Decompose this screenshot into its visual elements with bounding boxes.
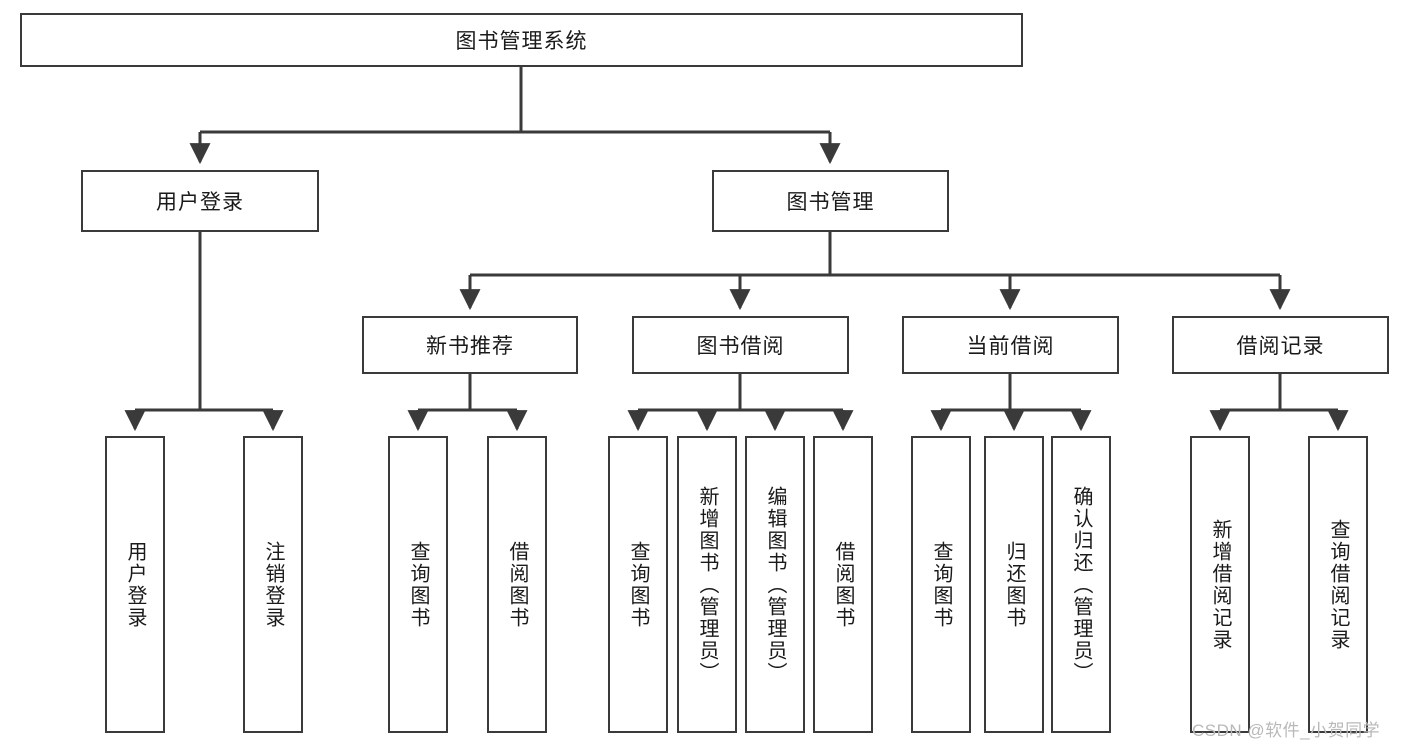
node-leaf-add-book-admin[interactable]: 新增图书（管理员）: [677, 436, 737, 733]
node-leaf-query-book-1[interactable]: 查询图书: [388, 436, 448, 733]
node-leaf-edit-book-admin[interactable]: 编辑图书（管理员）: [745, 436, 805, 733]
node-leaf-query-book-2[interactable]: 查询图书: [608, 436, 668, 733]
node-leaf-logout-label: 注销登录: [262, 540, 284, 629]
node-leaf-logout[interactable]: 注销登录: [243, 436, 303, 733]
node-book-management-label: 图书管理: [786, 191, 875, 214]
node-root-label: 图书管理系统: [455, 30, 588, 53]
node-leaf-add-borrow-record[interactable]: 新增借阅记录: [1190, 436, 1250, 733]
node-leaf-add-borrow-record-label: 新增借阅记录: [1209, 518, 1231, 651]
node-book-borrow[interactable]: 图书借阅: [632, 316, 849, 374]
node-leaf-query-borrow-record-label: 查询借阅记录: [1327, 518, 1349, 651]
csdn-watermark: CSDN @软件_小贺同学: [1192, 721, 1381, 740]
node-book-management[interactable]: 图书管理: [712, 170, 949, 232]
node-leaf-user-login[interactable]: 用户登录: [105, 436, 165, 733]
node-user-login[interactable]: 用户登录: [81, 170, 319, 232]
node-leaf-edit-book-admin-label: 编辑图书（管理员）: [764, 485, 786, 684]
node-new-book-recommend[interactable]: 新书推荐: [362, 316, 578, 374]
node-leaf-query-book-1-label: 查询图书: [407, 540, 429, 629]
node-leaf-user-login-label: 用户登录: [124, 540, 146, 629]
node-user-login-label: 用户登录: [156, 191, 244, 214]
node-leaf-query-borrow-record[interactable]: 查询借阅记录: [1308, 436, 1368, 733]
node-leaf-return-book[interactable]: 归还图书: [984, 436, 1044, 733]
node-borrow-record-label: 借阅记录: [1236, 335, 1325, 358]
node-leaf-query-book-3[interactable]: 查询图书: [911, 436, 971, 733]
node-root[interactable]: 图书管理系统: [20, 13, 1023, 67]
node-borrow-record[interactable]: 借阅记录: [1172, 316, 1389, 374]
node-leaf-confirm-return-admin[interactable]: 确认归还（管理员）: [1051, 436, 1111, 733]
node-current-borrow-label: 当前借阅: [966, 335, 1055, 358]
node-leaf-borrow-book-1[interactable]: 借阅图书: [487, 436, 547, 733]
node-leaf-borrow-book-2-label: 借阅图书: [832, 540, 854, 629]
node-leaf-query-book-3-label: 查询图书: [930, 540, 952, 629]
node-leaf-query-book-2-label: 查询图书: [627, 540, 649, 629]
node-leaf-borrow-book-1-label: 借阅图书: [506, 540, 528, 629]
node-leaf-add-book-admin-label: 新增图书（管理员）: [696, 485, 718, 684]
node-leaf-confirm-return-admin-label: 确认归还（管理员）: [1070, 485, 1092, 684]
node-new-book-recommend-label: 新书推荐: [426, 335, 514, 358]
node-leaf-borrow-book-2[interactable]: 借阅图书: [813, 436, 873, 733]
node-book-borrow-label: 图书借阅: [696, 335, 785, 358]
node-current-borrow[interactable]: 当前借阅: [902, 316, 1119, 374]
node-leaf-return-book-label: 归还图书: [1003, 540, 1025, 629]
